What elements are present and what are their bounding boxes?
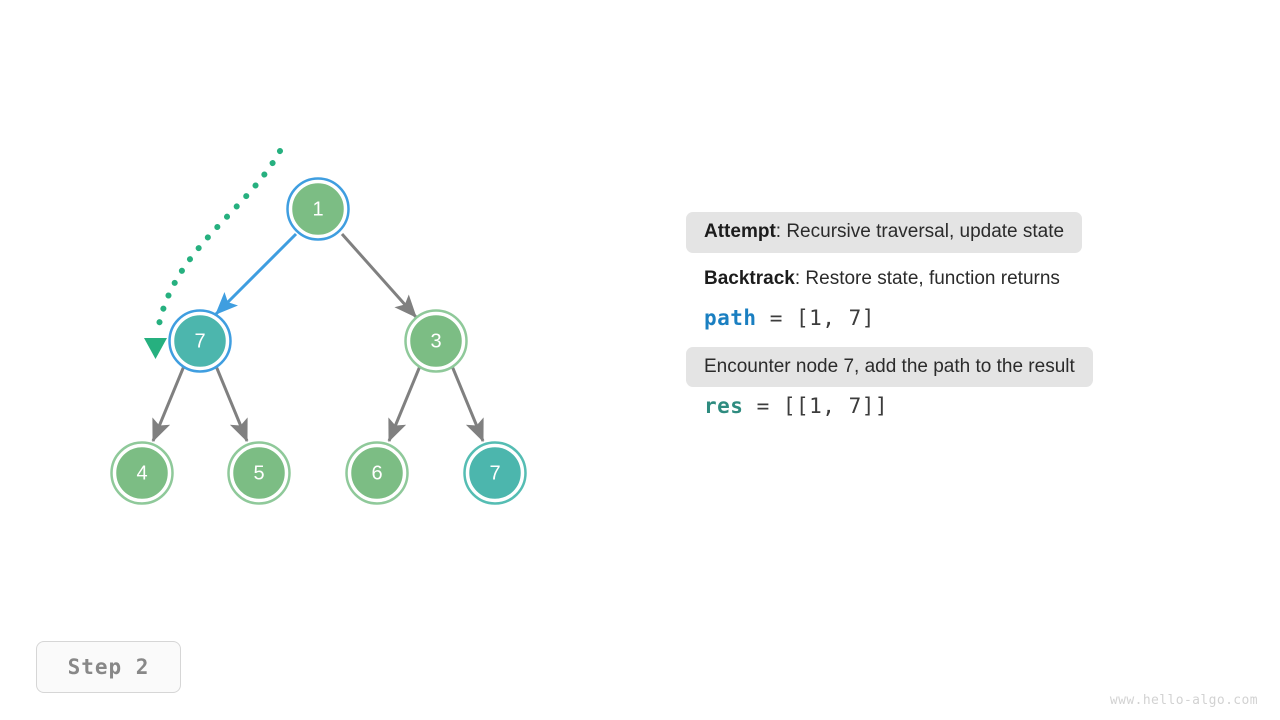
path-expression: = [1, 7] [756,306,875,331]
edge-n3-n7b [450,365,485,443]
encounter-line: Encounter node 7, add the path to the re… [686,346,1093,388]
step-badge: Step 2 [36,641,181,693]
info-row-path: path = [1, 7] [686,305,1206,332]
path-variable: path [704,306,757,331]
path-code-line: path = [1, 7] [686,298,893,338]
info-row-backtrack: Backtrack: Restore state, function retur… [686,259,1206,300]
attempt-line: Attempt: Recursive traversal, update sta… [686,212,1083,253]
tree-edges [151,232,485,443]
res-variable: res [704,394,744,419]
info-row-encounter: Encounter node 7, add the path to the re… [686,346,1206,388]
dotted-return-path [144,148,283,359]
tree-node-1[interactable] [286,177,350,241]
edge-n3-n6 [387,365,422,443]
backtrack-line: Backtrack: Restore state, function retur… [686,259,1078,300]
res-expression: = [[1, 7]] [743,394,889,419]
edge-n7a-n4 [151,365,186,443]
tree-node-4[interactable] [110,441,174,505]
tree-node-7-right[interactable] [463,441,527,505]
info-row-res: res = [[1, 7]] [686,393,1206,420]
res-code-line: res = [[1, 7]] [686,386,906,426]
down-triangle-icon [144,338,167,359]
backtrack-text: : Restore state, function returns [794,267,1060,289]
tree-graphics [110,148,527,505]
attempt-label: Attempt [704,221,776,242]
edge-n1-n3 [340,233,418,318]
backtrack-label: Backtrack [704,267,795,289]
tree-diagram: 1 7 3 4 5 6 7 [110,148,527,505]
edge-n7a-n5 [214,365,249,443]
edge-n1-n7a-highlight [214,232,298,316]
info-row-attempt: Attempt: Recursive traversal, update sta… [686,212,1206,253]
info-panel: Attempt: Recursive traversal, update sta… [686,212,1206,421]
watermark: www.hello-algo.com [1109,693,1258,708]
tree-node-6[interactable] [345,441,409,505]
attempt-text: : Recursive traversal, update state [775,221,1065,242]
tree-node-5[interactable] [227,441,291,505]
tree-node-7-left[interactable] [168,309,232,373]
tree-node-3[interactable] [404,309,468,373]
tree-nodes [110,177,527,505]
